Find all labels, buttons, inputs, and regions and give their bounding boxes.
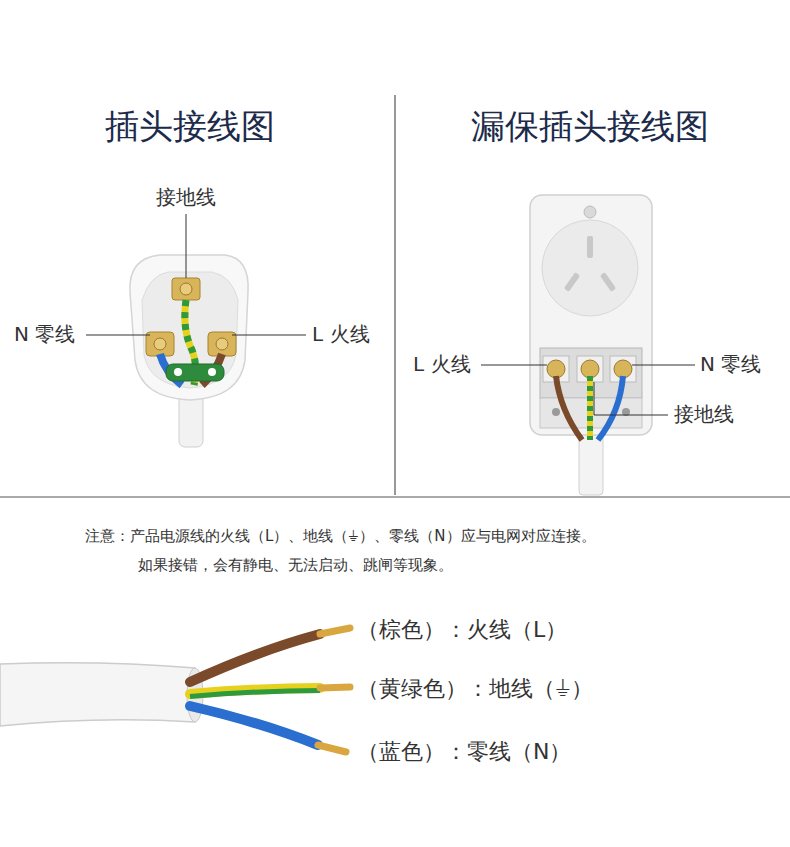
part-label: 接地线 (154, 185, 218, 209)
copper-tip (320, 687, 350, 688)
screw (216, 338, 228, 350)
cable-clamp (166, 364, 224, 381)
leader-line (594, 382, 668, 415)
ground-wire (587, 376, 593, 440)
leader-line (186, 214, 187, 278)
plug-illustration (86, 214, 306, 447)
ground-wire (587, 376, 593, 440)
part-label: 接地线 (672, 402, 736, 426)
pin-slot (600, 272, 616, 292)
plug-cavity (142, 272, 238, 388)
part-label: L 火线 (411, 352, 473, 376)
wire-label: （棕色）：火线（L） (355, 617, 569, 643)
divider-line (0, 497, 790, 498)
ground-terminal (172, 278, 200, 300)
divider-line (395, 95, 396, 495)
section-title: 漏保插头接线图 (469, 106, 711, 147)
screw (154, 338, 166, 350)
rcd-plug-illustration (481, 195, 695, 495)
live-wire (190, 634, 320, 682)
note-text: 注意：产品电源线的火线（L）、地线（⏚）、零线（N）应与电网对应连接。 (83, 527, 598, 545)
leader-line (232, 335, 306, 336)
leader-line (632, 365, 695, 366)
wire-label: （蓝色）：零线（N） (355, 739, 573, 765)
section-title: 插头接线图 (103, 106, 277, 147)
cable-sheath (0, 663, 195, 726)
copper-tip (320, 628, 350, 634)
copper-tip (318, 745, 346, 752)
screw (174, 368, 182, 376)
neutral-wire (598, 376, 623, 440)
screw (614, 360, 632, 378)
test-button (584, 206, 596, 218)
screw (547, 360, 565, 378)
hole (552, 408, 560, 416)
screw (581, 360, 599, 378)
leader-line (481, 365, 547, 366)
part-label: N 零线 (698, 352, 763, 376)
live-terminal (208, 332, 236, 356)
note-text: 如果接错，会有静电、无法启动、跳闸等现象。 (136, 556, 455, 574)
neutral-terminal (146, 332, 174, 356)
cable-illustration (0, 628, 350, 752)
leader-line (86, 335, 150, 336)
part-label: N 零线 (12, 322, 77, 346)
live-wire (556, 376, 582, 440)
pin-slot (587, 236, 593, 258)
screw (180, 283, 192, 295)
pin-slot (564, 272, 580, 292)
wire-label: （黄绿色）：地线（⏚） (355, 676, 595, 702)
plug-body (130, 255, 248, 400)
part-label: L 火线 (310, 322, 372, 346)
screw (208, 368, 216, 376)
plug-face (542, 220, 638, 316)
ground-wire (190, 691, 320, 697)
neutral-wire (190, 706, 318, 745)
